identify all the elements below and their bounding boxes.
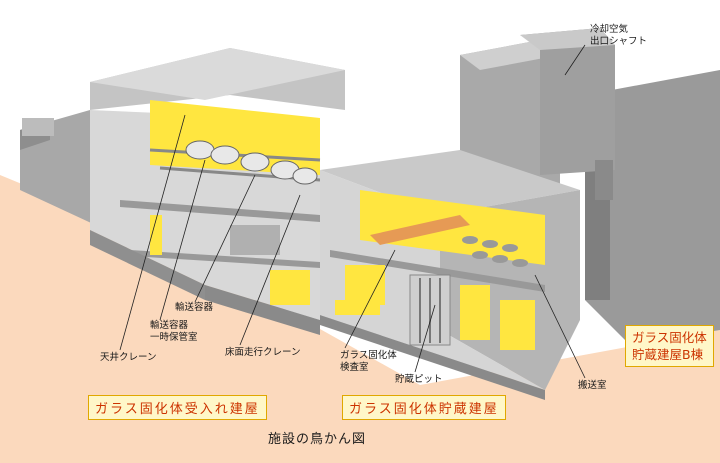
label-ceiling-crane: 天井クレーン — [100, 351, 157, 363]
leader-lines — [119, 44, 586, 379]
storage-building-b-label-line2: 貯蔵建屋B棟 — [632, 347, 704, 362]
label-storage-pit: 貯蔵ピット — [395, 373, 443, 385]
label-floor-crane: 床面走行クレーン — [225, 346, 301, 358]
receiving-building-label: ガラス固化体受入れ建屋 — [88, 395, 267, 420]
label-transfer-room: 搬送室 — [578, 379, 607, 391]
receiving-building — [20, 48, 345, 335]
label-inspection-line1: ガラス固化体 — [340, 349, 397, 361]
storage-building — [320, 150, 580, 400]
label-cask-temp-line1: 輸送容器 — [150, 319, 189, 331]
storage-building-b-label-line1: ガラス固化体 — [632, 330, 707, 345]
label-cask-temp-line2: 一時保管室 — [150, 331, 198, 343]
label-inspection-line2: 検査室 — [340, 361, 369, 373]
storage-building-label: ガラス固化体貯蔵建屋 — [342, 395, 506, 420]
storage-building-b — [460, 28, 720, 345]
label-cooling-shaft-line1: 冷却空気 — [590, 23, 629, 35]
diagram-caption: 施設の鳥かん図 — [268, 432, 367, 447]
label-cask: 輸送容器 — [175, 301, 214, 313]
storage-building-b-label: ガラス固化体 貯蔵建屋B棟 — [625, 325, 714, 367]
label-cooling-shaft-line2: 出口シャフト — [590, 35, 647, 47]
